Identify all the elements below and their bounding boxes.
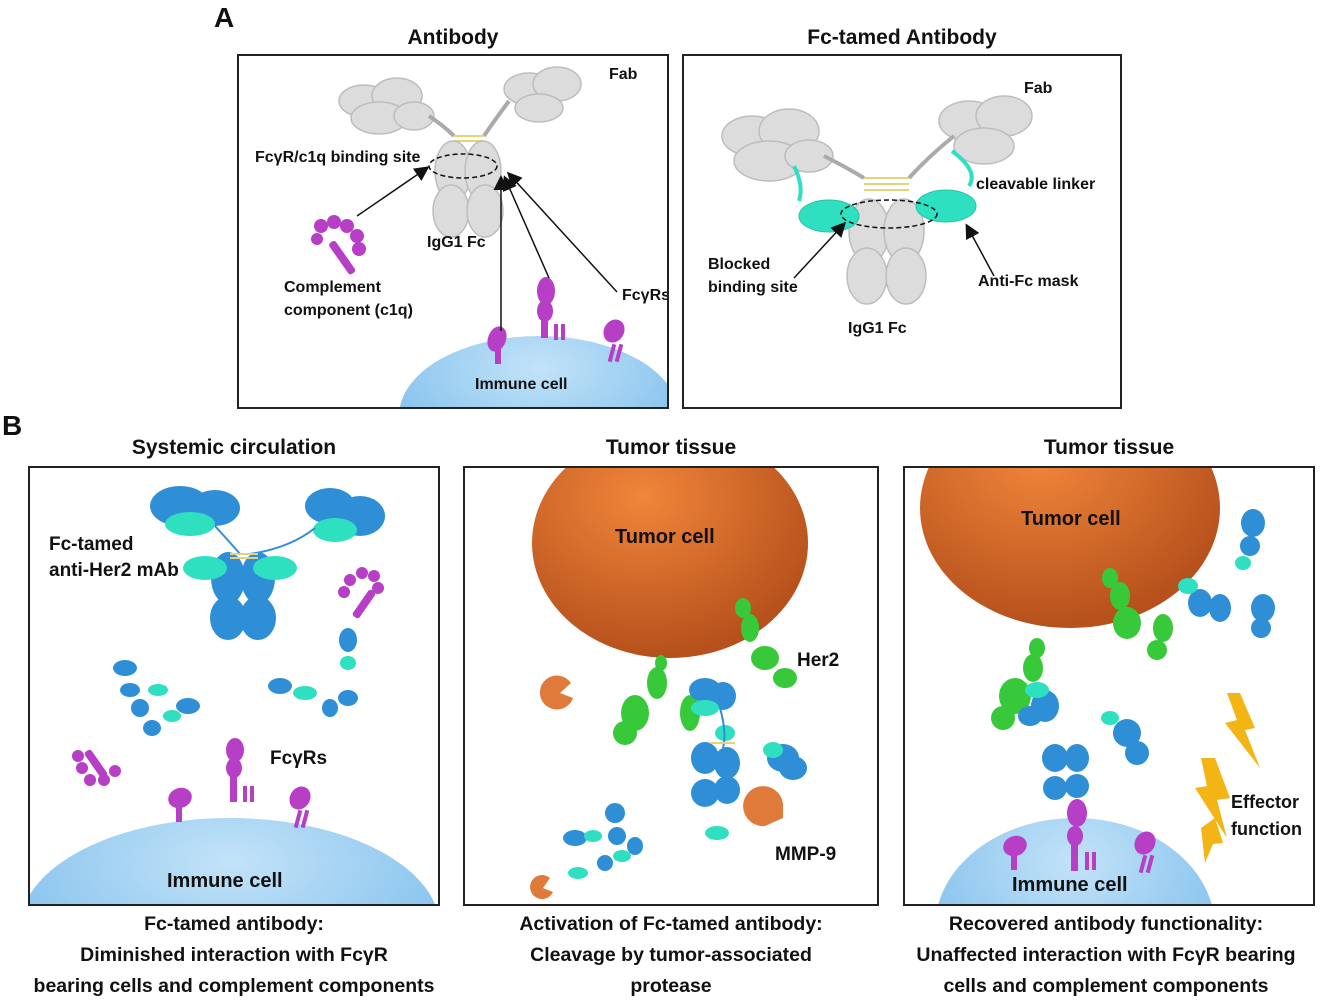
tumor-cell-shape	[532, 468, 808, 658]
caption-line: Recovered antibody functionality:	[948, 913, 1264, 935]
fc-tamed-antibody-illustration	[721, 95, 1033, 305]
caption-recovered: Recovered antibody functionality: Unaffe…	[884, 909, 1328, 1002]
immune-cell-label: Immune cell	[475, 376, 568, 393]
igg1-fc-domain	[432, 140, 504, 238]
fc-tamed-mab-large	[150, 486, 385, 640]
cleavable-linker-label: cleavable linker	[976, 176, 1096, 193]
fcgr-receptors	[487, 277, 625, 364]
her2-label: Her2	[797, 650, 840, 671]
effector-function-lightning	[1195, 693, 1260, 863]
caption-line: Diminished interaction with FcγR	[80, 944, 388, 966]
antibody-illustration	[311, 66, 667, 407]
caption-line: cells and complement components	[943, 975, 1269, 997]
caption-line: protease	[630, 975, 712, 997]
systemic-circulation-title: Systemic circulation	[131, 436, 337, 459]
binding-site-label: FcγR/c1q binding site	[255, 149, 421, 166]
fcgr-receptors	[1003, 799, 1156, 874]
immune-cell-shape	[30, 818, 435, 904]
immune-cell-label: Immune cell	[167, 870, 283, 892]
blocked-binding-site-label-line2: binding site	[708, 279, 798, 296]
tumor-cell-label: Tumor cell	[1021, 508, 1121, 530]
bound-antibody-upper	[1188, 509, 1275, 638]
bridging-antibody	[1018, 690, 1149, 800]
fcgrs-label: FcγRs	[622, 287, 669, 304]
fcgrs-label: FcγRs	[270, 748, 328, 769]
tumor-cell-label: Tumor cell	[615, 526, 715, 548]
fc-tamed-mab-label-line1: Fc-tamed	[49, 534, 134, 555]
fc-tamed-antibody-title: Fc-tamed Antibody	[807, 26, 997, 49]
complement-label-line1: Complement	[284, 279, 381, 296]
complement-c1q-shape	[72, 567, 384, 786]
fab-right-domain	[503, 66, 582, 123]
anti-fc-mask-label: Anti-Fc mask	[978, 273, 1079, 290]
effector-function-label-line2: function	[1231, 819, 1302, 839]
fab-label: Fab	[609, 66, 638, 83]
fab-label: Fab	[1024, 80, 1053, 97]
fab-right-domain	[938, 95, 1033, 165]
tumor-tissue-title-1: Tumor tissue	[605, 436, 737, 459]
her2-receptor	[991, 568, 1173, 730]
tumor-tissue-title-2: Tumor tissue	[1043, 436, 1175, 459]
fc-tamed-mab-small	[113, 628, 358, 736]
recovered-function-illustration	[920, 468, 1275, 904]
caption-line: bearing cells and complement components	[33, 975, 435, 997]
fc-tamed-antibody-diagram-box: Fab cleavable linker Blocked binding sit…	[682, 54, 1122, 409]
caption-activation: Activation of Fc-tamed antibody: Cleavag…	[451, 909, 891, 1002]
anti-fc-mask-domain	[798, 189, 977, 233]
complement-label-line2: component (c1q)	[284, 302, 413, 319]
systemic-circulation-box: Fc-tamed anti-Her2 mAb FcγRs Immune cell	[28, 466, 440, 906]
effector-function-label-line1: Effector	[1231, 792, 1300, 812]
immune-cell-shape	[399, 336, 667, 407]
caption-line: Unaffected interaction with FcγR bearing	[916, 944, 1296, 966]
fc-tamed-mab-label-line2: anti-Her2 mAb	[49, 560, 179, 581]
fcgr-receptors	[168, 738, 311, 829]
caption-line: Activation of Fc-tamed antibody:	[519, 913, 823, 935]
mmp9-protease	[530, 675, 784, 900]
panel-a-letter: A	[214, 2, 235, 33]
systemic-circulation-illustration	[30, 486, 435, 904]
complement-c1q-shape	[311, 215, 366, 275]
binding-site-marker	[428, 153, 498, 179]
tumor-tissue-activation-box: Tumor cell Her2 MMP-9	[463, 466, 879, 906]
cleaved-fragments	[563, 803, 643, 871]
blocked-binding-site-label-line1: Blocked	[708, 256, 771, 273]
blocked-binding-site-marker	[840, 199, 938, 229]
tumor-tissue-recovered-box: Tumor cell Effector function Immune cell	[903, 466, 1315, 906]
caption-systemic: Fc-tamed antibody: Diminished interactio…	[4, 909, 464, 1002]
immune-cell-label: Immune cell	[1012, 874, 1128, 896]
activated-antibody	[689, 678, 807, 807]
tumor-cell-shape	[920, 468, 1220, 628]
igg1-fc-label: IgG1 Fc	[848, 320, 907, 337]
tumor-activation-illustration	[530, 468, 808, 900]
antibody-diagram-box: Fab FcγR/c1q binding site IgG1 Fc Comple…	[237, 54, 669, 409]
caption-line: Fc-tamed antibody:	[144, 913, 324, 935]
igg1-fc-label: IgG1 Fc	[427, 234, 486, 251]
fab-left-domain	[721, 108, 834, 182]
fab-left-domain	[338, 77, 435, 135]
mmp9-label: MMP-9	[775, 844, 837, 865]
antibody-title: Antibody	[407, 26, 499, 49]
caption-line: Cleavage by tumor-associated	[530, 944, 812, 966]
her2-receptor	[613, 598, 797, 745]
panel-b-letter: B	[2, 410, 23, 441]
